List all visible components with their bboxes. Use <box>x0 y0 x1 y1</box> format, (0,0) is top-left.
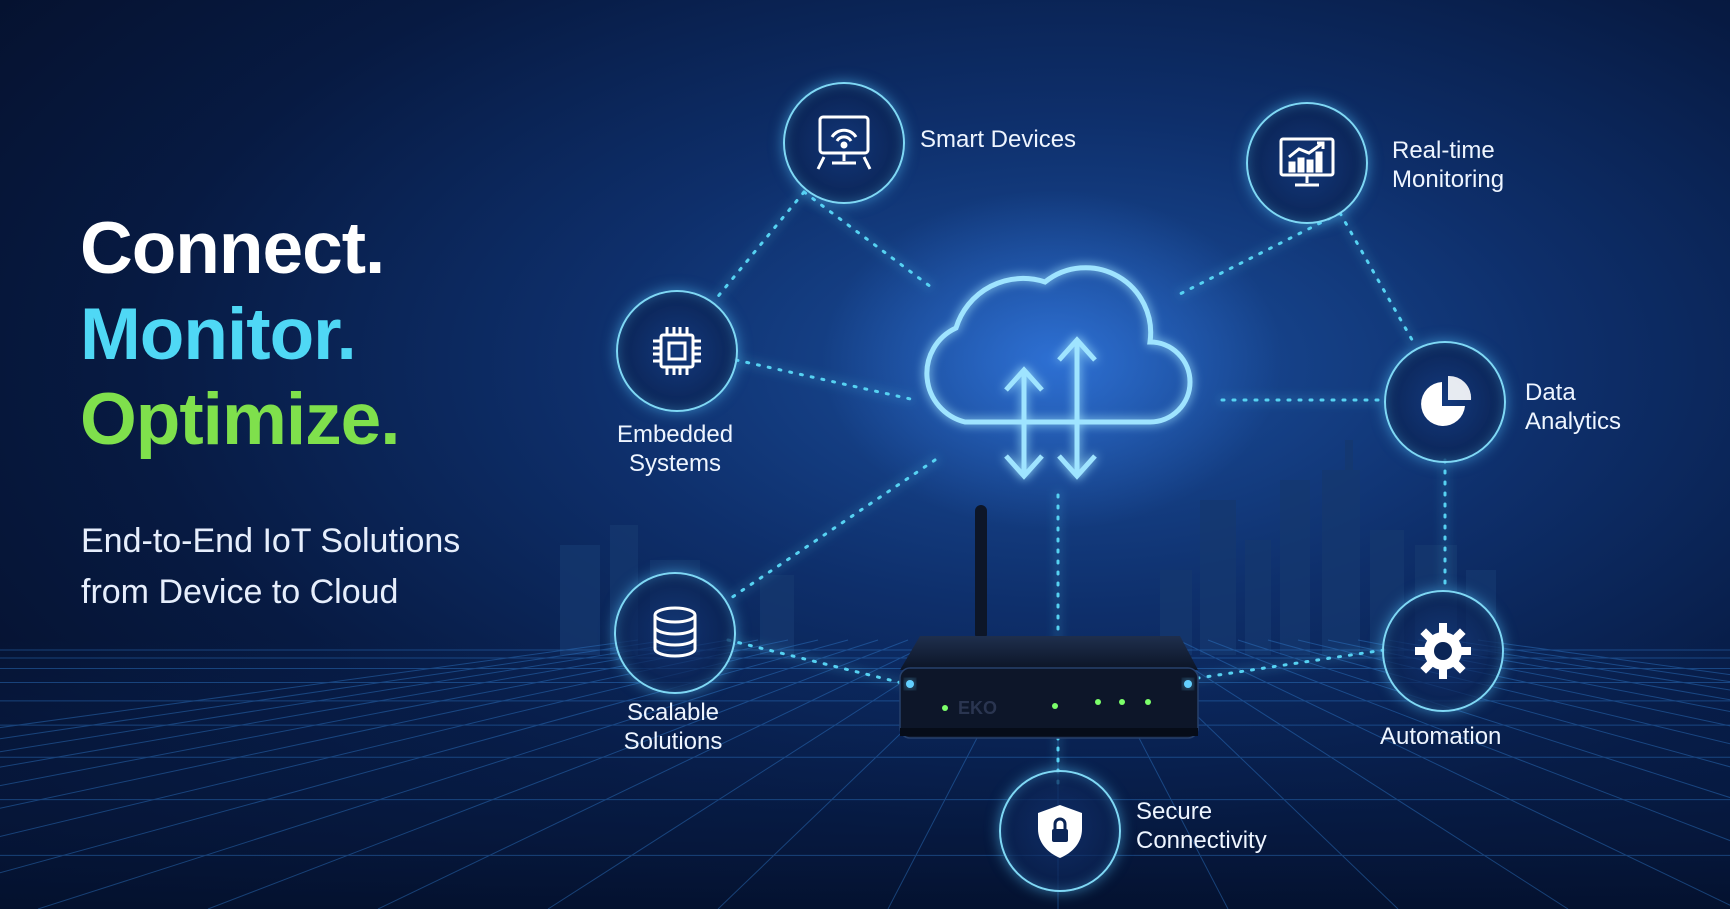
grid-line <box>377 639 939 909</box>
database-icon <box>653 606 697 658</box>
feature-node-embedded-systems <box>616 290 738 412</box>
feature-node-secure-connectivity <box>999 770 1121 892</box>
label-realtime-monitoring: Real-time Monitoring <box>1392 136 1504 194</box>
grid-line <box>1177 639 1730 906</box>
label-scalable-line-2: Solutions <box>623 728 723 755</box>
label-automation: Automation <box>1380 723 1502 750</box>
grid-line <box>0 639 759 787</box>
headline-optimize: Optimize. <box>80 379 401 460</box>
label-embedded-line-1: Embedded <box>616 421 734 448</box>
grid-line <box>547 639 969 909</box>
chip-icon <box>653 327 701 375</box>
monitor-chart-icon <box>1279 137 1335 187</box>
gear-icon <box>1415 623 1471 679</box>
feature-node-smart-devices <box>783 82 905 204</box>
feature-node-scalable-solutions <box>614 572 736 694</box>
label-data-analytics: Data Analytics <box>1525 378 1621 436</box>
label-secure-line-2: Connectivity <box>1136 827 1267 854</box>
grid-line <box>37 639 879 909</box>
grid-line <box>1357 639 1730 712</box>
grid-line <box>207 639 909 909</box>
grid-line <box>0 639 819 837</box>
grid-line <box>1327 639 1730 727</box>
label-secure-connectivity: Secure Connectivity <box>1136 797 1267 855</box>
grid-line <box>0 639 639 729</box>
label-analytics-line-1: Data <box>1525 379 1576 406</box>
pie-chart-icon <box>1421 375 1472 426</box>
label-realtime-line-2: Monitoring <box>1392 166 1505 193</box>
grid-line <box>1237 639 1730 799</box>
feature-node-automation <box>1382 590 1504 712</box>
grid-line <box>0 639 789 809</box>
subtitle-line-2: from Device to Cloud <box>81 573 399 611</box>
grid-line <box>0 639 669 740</box>
router-brand: EKO <box>958 698 997 718</box>
cloud-icon <box>924 265 1193 480</box>
headline-monitor: Monitor. <box>80 294 357 375</box>
label-realtime-line-1: Real-time <box>1392 137 1495 164</box>
grid-line <box>1147 639 1569 909</box>
grid-line <box>0 639 729 768</box>
label-embedded-systems: Embedded Systems <box>600 420 750 478</box>
label-scalable-line-1: Scalable <box>626 699 720 726</box>
shield-lock-icon <box>1038 805 1082 858</box>
label-scalable-solutions: Scalable Solutions <box>598 698 748 756</box>
feature-node-realtime-monitoring <box>1246 102 1368 224</box>
label-smart-devices: Smart Devices <box>920 126 1077 153</box>
label-analytics-line-2: Analytics <box>1525 408 1622 435</box>
grid-line <box>1207 639 1730 842</box>
label-secure-line-1: Secure <box>1136 798 1213 825</box>
connector-lines <box>713 190 1447 794</box>
headline-connect: Connect. <box>80 208 385 289</box>
smart-device-icon <box>816 115 872 170</box>
router-device: EKO <box>899 505 1199 739</box>
grid-line <box>1417 639 1730 691</box>
label-embedded-line-2: Systems <box>628 450 721 477</box>
subtitle-line-1: End-to-End IoT Solutions <box>81 522 461 560</box>
grid-line <box>1387 639 1730 701</box>
feature-node-data-analytics <box>1384 341 1506 463</box>
grid-line <box>0 639 699 753</box>
